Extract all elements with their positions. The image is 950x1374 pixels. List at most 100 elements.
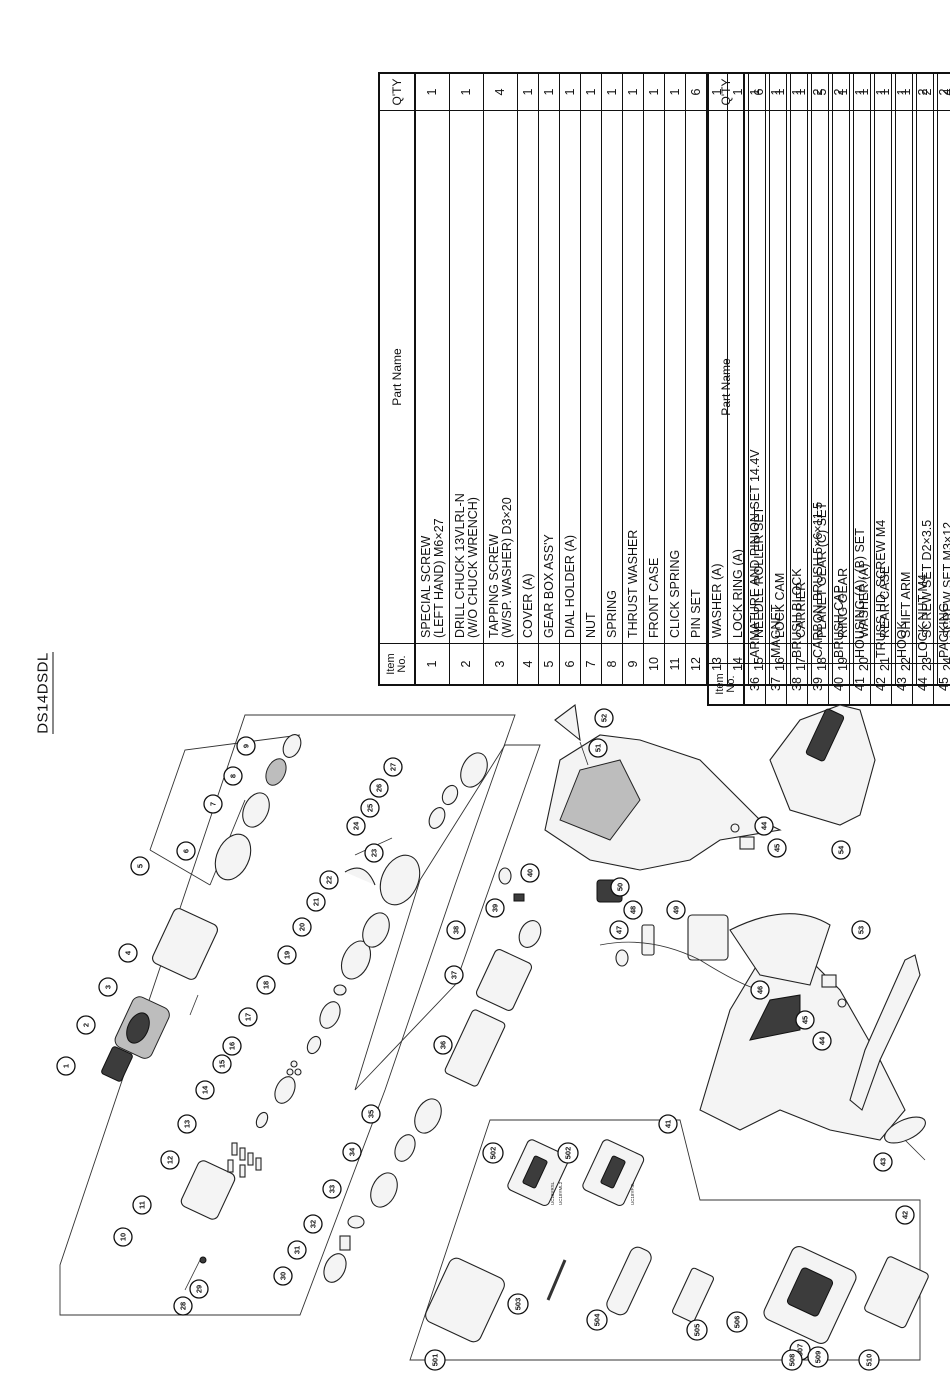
- callout-7: 7: [203, 794, 223, 814]
- callout-circle: [485, 898, 505, 918]
- pin-set-shape: [227, 1142, 262, 1178]
- callout-circle: [238, 1007, 258, 1027]
- callout-number: 14: [201, 1085, 210, 1094]
- callout-circle: [851, 920, 871, 940]
- callout-circle: [361, 1104, 381, 1124]
- callout-number: 46: [756, 986, 765, 994]
- callout-3: 3: [98, 977, 118, 997]
- callout-circle: [383, 757, 403, 777]
- callout-40: 40: [520, 863, 540, 883]
- callout-506: 506: [726, 1311, 748, 1333]
- callout-circle: [873, 1152, 893, 1172]
- callout-circle: [236, 736, 256, 756]
- callout-53: 53: [851, 920, 871, 940]
- callout-510: 510: [858, 1349, 880, 1371]
- callout-circle: [658, 1114, 678, 1134]
- callout-508: 508: [781, 1349, 803, 1371]
- part-drawings: UC18YRSL UC18YML2 UC18YFSL: [101, 704, 929, 1344]
- callout-circle: [277, 945, 297, 965]
- nut-shape: [242, 792, 270, 828]
- callout-number: 47: [615, 926, 624, 934]
- special-screw-shape: [101, 1046, 133, 1082]
- callout-19: 19: [277, 945, 297, 965]
- carbon-brush-shape: [513, 893, 525, 902]
- housing-grip-shape: [749, 994, 801, 1041]
- callout-48: 48: [623, 900, 643, 920]
- callout-28: 28: [173, 1296, 193, 1316]
- callout-circle: [424, 1349, 446, 1371]
- callout-number: 502: [489, 1147, 498, 1160]
- front-case-shape: [180, 1160, 236, 1220]
- carrier-shape: [319, 1001, 341, 1029]
- callout-number: 5: [136, 864, 145, 868]
- switch-shape: [687, 914, 729, 961]
- callout-circle: [812, 1031, 832, 1051]
- driver-bit-shape: [546, 1259, 567, 1301]
- callout-circle: [346, 816, 366, 836]
- tapping-screw-51-shape: [579, 741, 589, 766]
- callout-number: 13: [183, 1120, 192, 1128]
- callout-number: 33: [328, 1185, 337, 1193]
- callout-circle: [781, 1349, 803, 1371]
- callout-number: 41: [664, 1120, 673, 1128]
- callout-number: 505: [693, 1324, 702, 1337]
- callout-number: 28: [179, 1302, 188, 1310]
- callout-circle: [118, 943, 138, 963]
- callout-circle: [256, 975, 276, 995]
- callout-number: 11: [138, 1201, 147, 1209]
- callout-circle: [858, 1349, 880, 1371]
- callout-number: 44: [760, 821, 769, 830]
- callout-number: 501: [431, 1354, 440, 1367]
- callout-34: 34: [342, 1142, 362, 1162]
- charger-slot-1: [522, 1155, 548, 1189]
- callout-54: 54: [831, 840, 851, 860]
- callout-number: 506: [733, 1316, 742, 1329]
- controller-shape: [729, 913, 831, 986]
- packing-shape-1: [821, 974, 837, 988]
- callout-circle: [831, 840, 851, 860]
- callout-circle: [588, 738, 608, 758]
- callout-2: 2: [76, 1015, 96, 1035]
- callout-11: 11: [132, 1195, 152, 1215]
- callout-504: 504: [586, 1309, 608, 1331]
- callout-number: 39: [491, 904, 500, 912]
- brush-block-shape: [518, 920, 542, 948]
- callout-39: 39: [485, 898, 505, 918]
- callout-14: 14: [195, 1080, 215, 1100]
- first-ring-gear-shape: [370, 1172, 398, 1208]
- callout-number: 53: [857, 926, 866, 934]
- needle-bearing-shape: [339, 1235, 351, 1251]
- callout-circle: [203, 794, 223, 814]
- callout-circle: [195, 1080, 215, 1100]
- callout-circle: [292, 917, 312, 937]
- battery-shape: [769, 704, 876, 826]
- rear-case-shape: [379, 854, 421, 906]
- callout-number: 21: [312, 898, 321, 906]
- washer-a-shape: [255, 1111, 269, 1129]
- callout-33: 33: [322, 1179, 342, 1199]
- inner-tray-shape: [864, 1256, 929, 1329]
- callout-5: 5: [130, 856, 150, 876]
- callout-circle: [76, 1015, 96, 1035]
- callout-502: 502: [557, 1142, 579, 1164]
- callout-41: 41: [658, 1114, 678, 1134]
- callout-number: 27: [389, 763, 398, 771]
- callout-circle: [98, 977, 118, 997]
- charger-slot-2: [600, 1155, 626, 1189]
- packing-shape-2: [739, 836, 755, 850]
- callout-42: 42: [895, 1205, 915, 1225]
- callout-number: 503: [514, 1298, 523, 1311]
- callout-38: 38: [446, 920, 466, 940]
- callout-44: 44: [812, 1031, 832, 1051]
- magnet-shape: [475, 949, 533, 1011]
- callout-number: 51: [594, 744, 603, 752]
- callout-circle: [623, 900, 643, 920]
- callout-circle: [160, 1150, 180, 1170]
- callout-number: 40: [526, 869, 535, 877]
- callout-number: 509: [814, 1351, 823, 1364]
- callout-circle: [369, 778, 389, 798]
- strap-shape: [849, 954, 921, 1111]
- callout-32: 32: [303, 1214, 323, 1234]
